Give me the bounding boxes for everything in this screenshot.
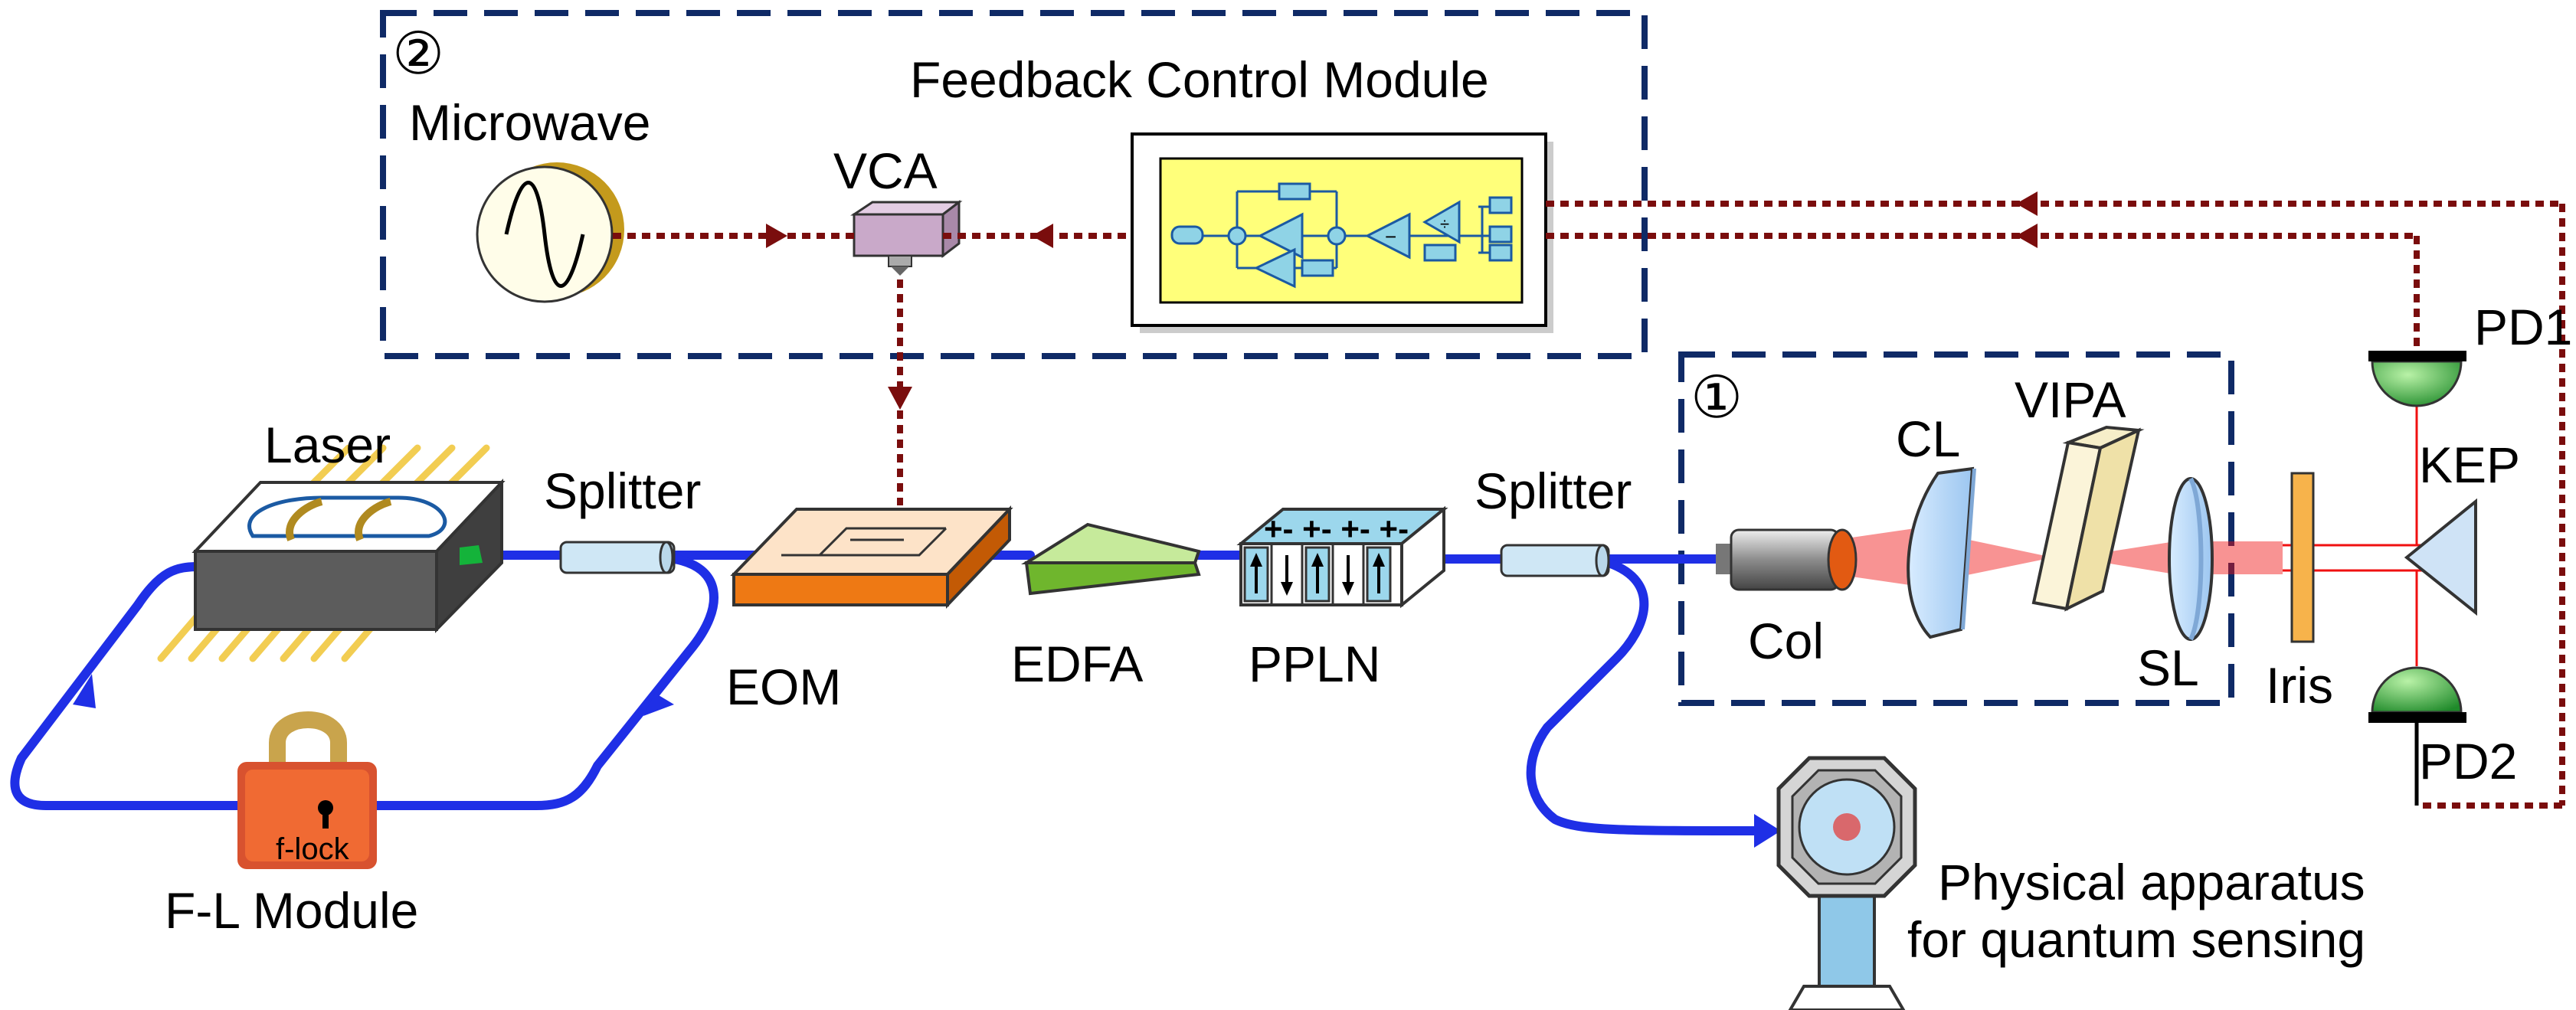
module2-frame (380, 10, 1648, 359)
kep-prism (2404, 498, 2477, 616)
splitter-1 (559, 541, 676, 574)
vipa-etalon (2031, 425, 2145, 612)
photodetector-1 (2368, 351, 2466, 407)
spherical-lens (2168, 477, 2214, 641)
f-lock-module (237, 711, 377, 869)
laser-device (157, 444, 506, 662)
sl-label: SL (2137, 639, 2199, 696)
ppln-device: +- +- +- +- (1236, 505, 1448, 609)
module2-number: ② (392, 21, 444, 87)
photodetector-2 (2368, 666, 2466, 806)
vca-device (850, 199, 963, 276)
module1-frame (1678, 351, 2234, 706)
cylindrical-lens (1907, 466, 1976, 639)
splitter-1-label: Splitter (544, 463, 701, 519)
microwave-source (476, 162, 624, 303)
edfa-device (1021, 522, 1201, 596)
splitter-2-label: Splitter (1475, 463, 1632, 519)
splitter-2 (1500, 544, 1610, 577)
microwave-label: Microwave (409, 94, 650, 151)
svg-text:÷: ÷ (1440, 214, 1449, 234)
collimator (1716, 528, 1858, 591)
feedback-control-box: − ÷ (1131, 132, 1553, 333)
apparatus-label-line1: Physical apparatus (1938, 854, 2365, 910)
pd2-label: PD2 (2419, 733, 2517, 789)
fiber-arrowheads (73, 674, 1781, 848)
feedback-arrowheads (766, 191, 2038, 410)
iris (2290, 472, 2315, 643)
eom-label: EOM (726, 659, 841, 715)
col-label: Col (1748, 613, 1824, 669)
pd1-label: PD1 (2474, 299, 2572, 355)
svg-text:−: − (1385, 225, 1396, 248)
kep-label: KEP (2419, 436, 2520, 493)
feedback-module-title: Feedback Control Module (910, 51, 1489, 108)
apparatus-label-line2: for quantum sensing (1907, 911, 2365, 968)
eom-device (730, 505, 1013, 609)
f-lock-text: f-lock (276, 832, 350, 866)
cl-label: CL (1896, 410, 1960, 467)
vipa-label: VIPA (2015, 371, 2126, 428)
laser-label: Laser (264, 417, 391, 473)
module1-number: ① (1691, 365, 1743, 430)
ppln-polarity-marks: +- +- +- +- (1264, 511, 1409, 547)
physical-apparatus (1776, 756, 1917, 1010)
vca-label: VCA (833, 142, 938, 199)
fl-module-label: F-L Module (165, 882, 418, 939)
iris-label: Iris (2266, 657, 2333, 714)
edfa-label: EDFA (1011, 636, 1143, 692)
ppln-label: PPLN (1249, 636, 1380, 692)
